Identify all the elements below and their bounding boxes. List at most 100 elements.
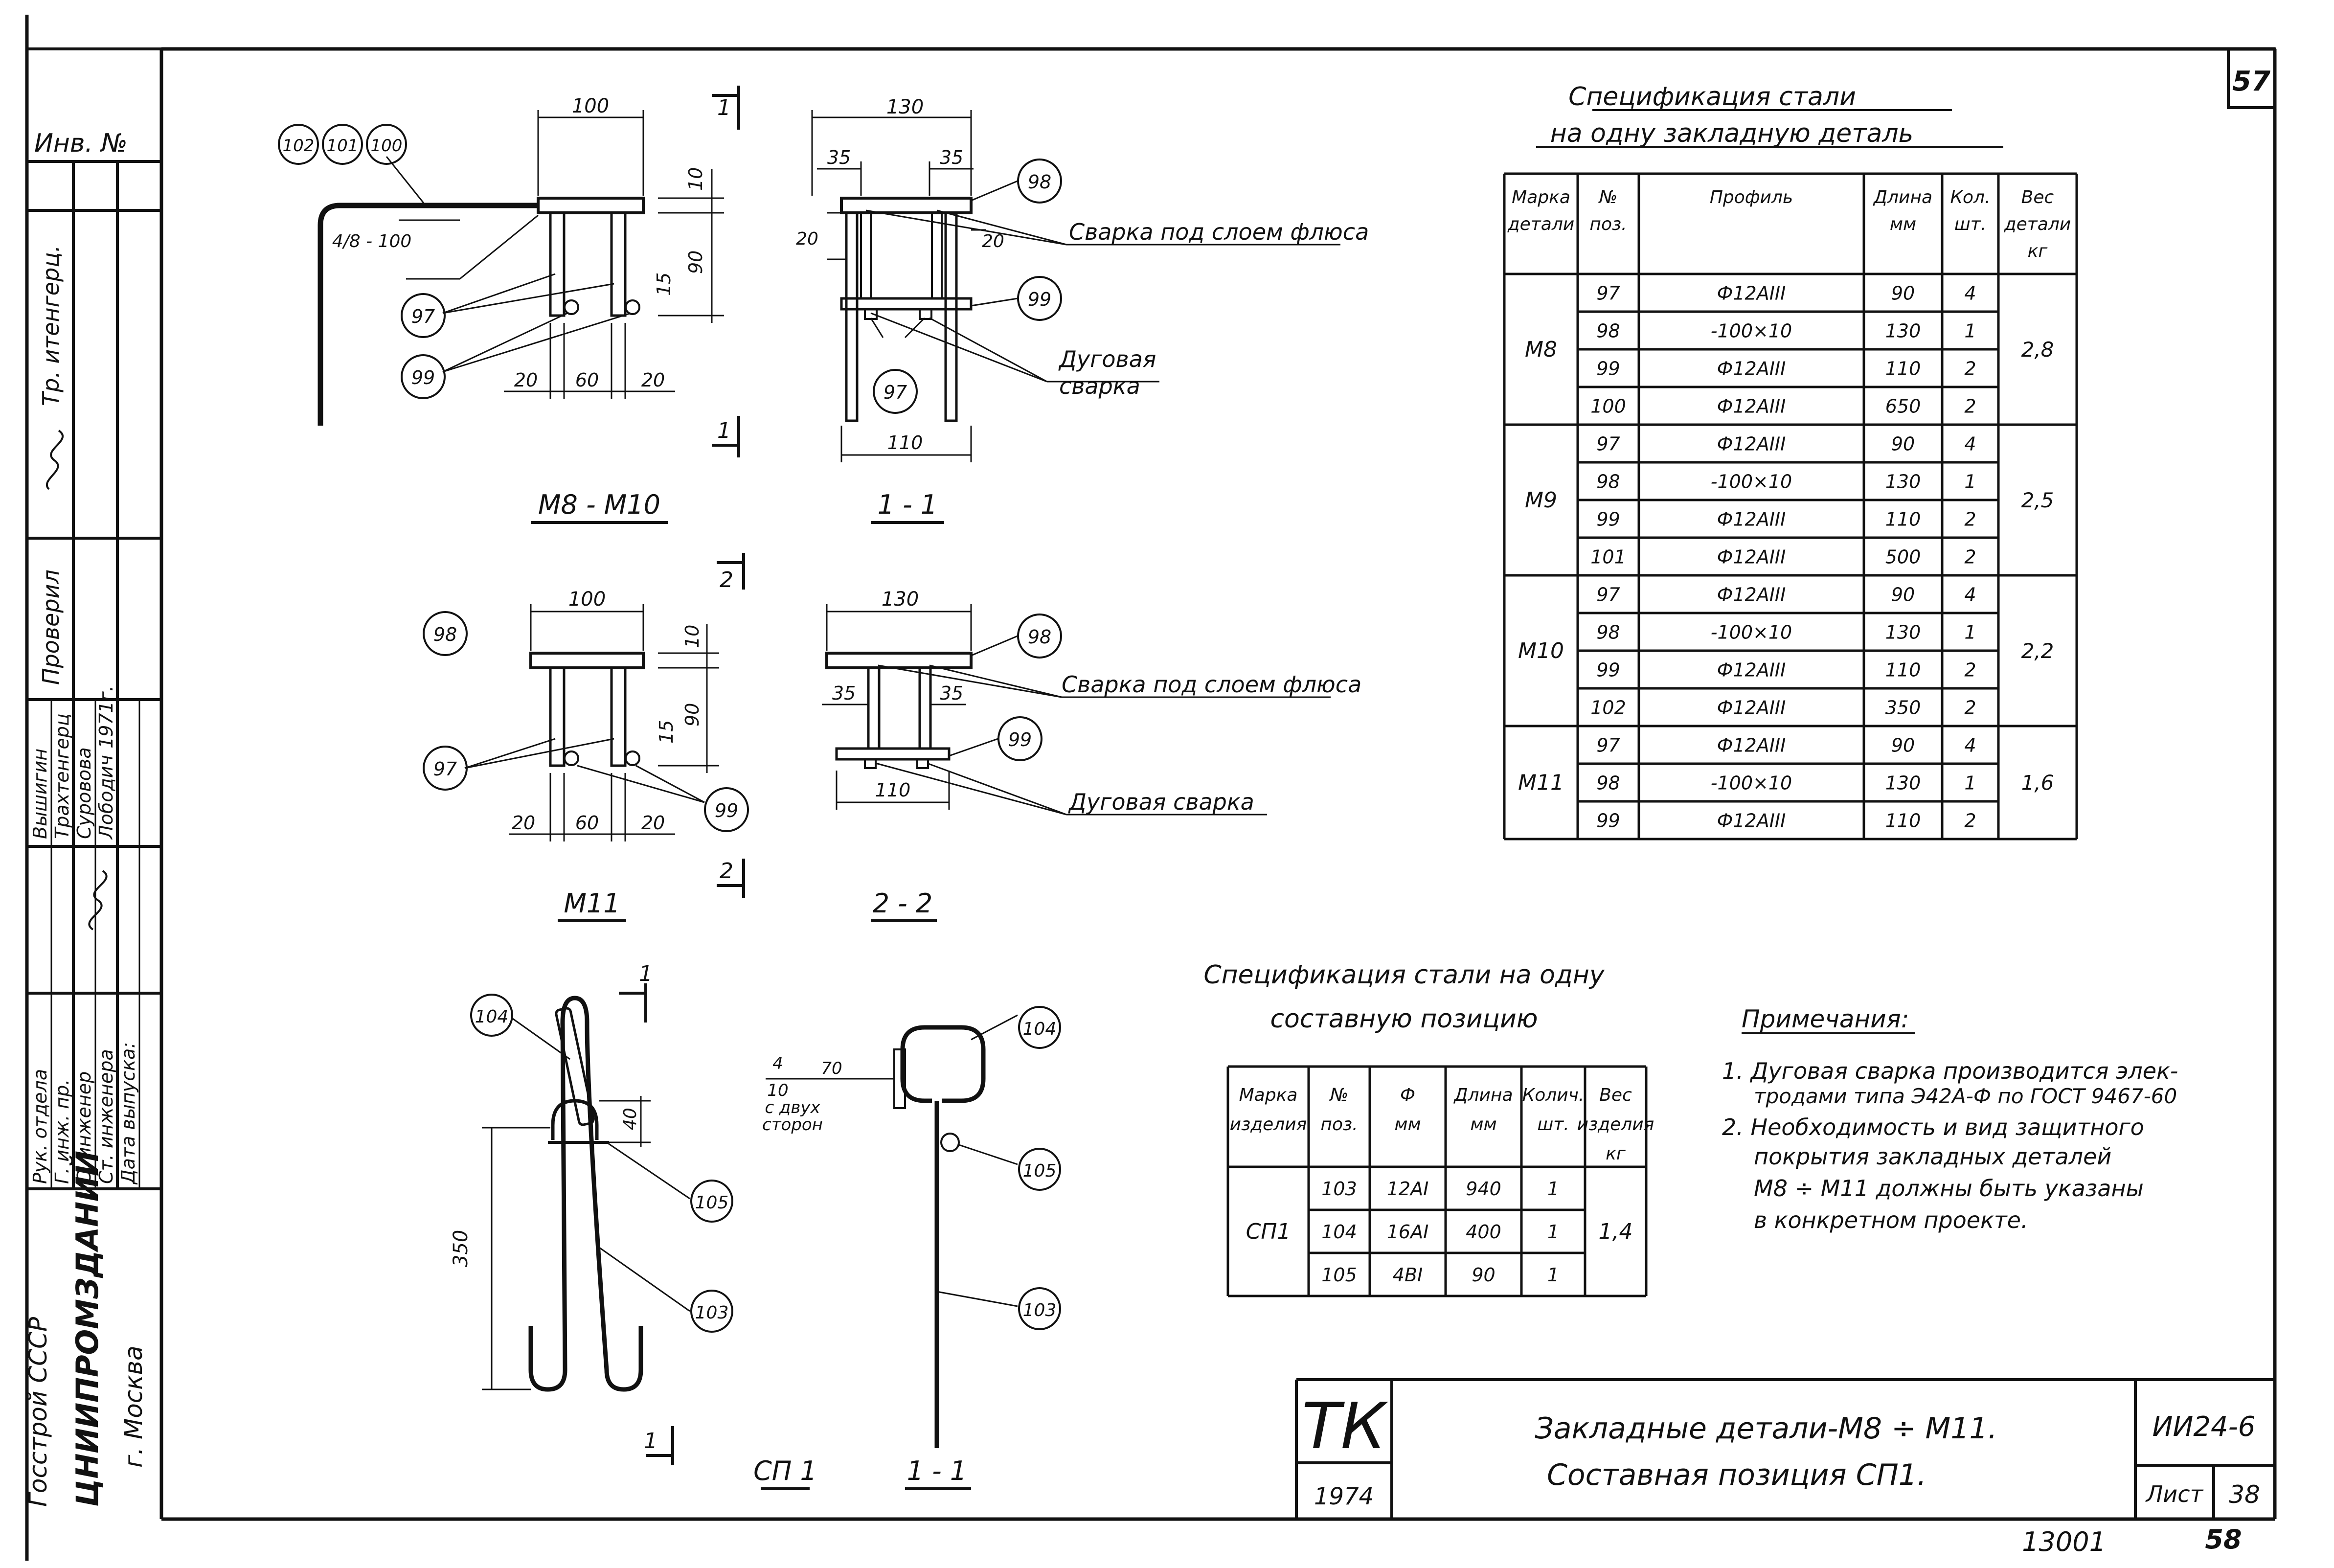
table-cell: 110 xyxy=(1885,509,1921,530)
svg-text:97: 97 xyxy=(411,306,435,327)
table-header: изделия xyxy=(1230,1114,1307,1135)
table-header: Вес xyxy=(1599,1085,1632,1105)
stamp-role: Дата выпуска: xyxy=(117,1042,139,1185)
table-cell: 2 xyxy=(1964,659,1976,681)
table-cell: 4 xyxy=(1964,584,1976,606)
table-cell: 1 xyxy=(1964,320,1976,342)
table-cell: -100×10 xyxy=(1711,471,1792,493)
weld-symbol: 4 xyxy=(772,1054,783,1073)
dimension-label: 100 xyxy=(568,588,606,611)
position-bubble: 99 xyxy=(704,787,749,832)
table-header: детали xyxy=(1507,214,1574,234)
position-bubble: 101 xyxy=(322,124,363,165)
dimension-label: 60 xyxy=(575,812,599,834)
table-cell: Ф12АIII xyxy=(1717,283,1786,304)
position-bubble: 100 xyxy=(366,124,407,165)
table-cell: 4 xyxy=(1964,735,1976,756)
svg-text:99: 99 xyxy=(1028,289,1051,310)
table-cell: 98 xyxy=(1596,622,1620,643)
note-line: 1. Дуговая сварка производится элек- xyxy=(1722,1058,2178,1084)
table-cell: 16АI xyxy=(1387,1221,1429,1243)
table-cell: 110 xyxy=(1885,358,1921,380)
table-cell: 12АI xyxy=(1387,1178,1429,1200)
note-line: М8 ÷ М11 должны быть указаны xyxy=(1754,1175,2144,1202)
title-block: ТК 1974 Закладные детали-М8 ÷ М11. Соста… xyxy=(1295,1378,2275,1519)
spec-subtitle: на одну закладную деталь xyxy=(1550,119,1914,148)
position-bubble: 98 xyxy=(423,611,468,656)
section-mark: 2 xyxy=(720,859,733,884)
dimension-label: 35 xyxy=(827,147,851,168)
spec-title: Спецификация стали xyxy=(1568,82,1856,112)
stamp-name: Суровова xyxy=(73,747,95,839)
dimension-label: 20 xyxy=(641,812,665,834)
table-cell: 1 xyxy=(1547,1264,1559,1286)
table-cell: 105 xyxy=(1321,1264,1357,1286)
table-cell: 90 xyxy=(1472,1264,1495,1286)
sheet-number: 38 xyxy=(2229,1480,2260,1509)
section-2-2: 130 35 35 110 98 99 Сварка под слоем флю… xyxy=(822,588,1361,922)
table-cell: Ф12АIII xyxy=(1717,433,1786,455)
view-caption: 1 - 1 xyxy=(907,1455,967,1486)
position-bubble: 102 xyxy=(278,124,319,165)
table-cell: 97 xyxy=(1596,283,1620,304)
position-bubble: 99 xyxy=(997,716,1042,761)
dimension-label: 60 xyxy=(575,369,599,391)
weld-symbol: 70 xyxy=(821,1059,842,1078)
table-header: шт. xyxy=(1537,1114,1569,1135)
table-cell: 90 xyxy=(1891,433,1915,455)
table-cell: М10 xyxy=(1518,638,1564,663)
table-cell: 1,6 xyxy=(2021,771,2054,795)
dimension-label: 35 xyxy=(940,682,963,704)
table-cell: 500 xyxy=(1885,546,1921,568)
note-line: в конкретном проекте. xyxy=(1754,1207,2028,1233)
view-caption: М11 xyxy=(564,888,620,919)
stamp-role: Рук. отдела xyxy=(29,1069,51,1184)
svg-text:99: 99 xyxy=(411,367,435,388)
table-cell: М9 xyxy=(1525,488,1557,513)
spec-table-details: Спецификация стали на одну закладную дет… xyxy=(1503,82,2078,841)
table-cell: Ф12АIII xyxy=(1717,735,1786,756)
inventory-label: Инв. № xyxy=(34,129,128,158)
table-cell: Ф12АIII xyxy=(1717,546,1786,568)
stamp-role: Ст. инженера xyxy=(95,1049,117,1184)
table-cell: 102 xyxy=(1590,697,1626,719)
notes-title: Примечания: xyxy=(1742,1005,1909,1033)
title-line: Составная позиция СП1. xyxy=(1547,1458,1926,1492)
table-cell: 1 xyxy=(1964,471,1976,493)
table-cell: 90 xyxy=(1891,584,1915,606)
note-line: тродами типа Э42А-Ф по ГОСТ 9467-60 xyxy=(1754,1084,2177,1108)
sheet-frame xyxy=(25,15,2277,1561)
note-line: 2. Необходимость и вид защитного xyxy=(1722,1114,2144,1140)
table-cell: 99 xyxy=(1596,358,1620,380)
table-header: Кол. xyxy=(1950,187,1990,207)
table-cell: 110 xyxy=(1885,810,1921,832)
dimension-label: 100 xyxy=(572,95,609,117)
position-bubble: 103 xyxy=(1018,1287,1061,1330)
table-cell: 1,4 xyxy=(1599,1219,1633,1244)
dimension-label: 350 xyxy=(450,1230,472,1267)
stamp-checked-label: Проверил xyxy=(38,569,64,685)
sheet-number-box: 57 xyxy=(2227,47,2276,109)
table-cell: Ф12АIII xyxy=(1717,509,1786,530)
table-header: мм xyxy=(1470,1114,1496,1135)
table-cell: 97 xyxy=(1596,584,1620,606)
archive-page: 58 xyxy=(2205,1524,2242,1555)
notes: Примечания: 1. Дуговая сварка производит… xyxy=(1722,1005,2178,1233)
dimension-label: 20 xyxy=(796,229,818,249)
dimension-label: 20 xyxy=(982,231,1004,251)
view-caption: СП 1 xyxy=(753,1455,817,1486)
table-cell: 99 xyxy=(1596,509,1620,530)
weld-symbol: сторон xyxy=(762,1115,823,1135)
view-m8-m10: 100 10 90 15 20 60 20 4/8 - 100 102 101 … xyxy=(278,86,740,524)
position-bubble: 97 xyxy=(401,293,446,338)
svg-text:98: 98 xyxy=(1028,626,1051,648)
stamp-date: 1971г. xyxy=(95,685,117,749)
table-cell: 1 xyxy=(1964,622,1976,643)
bar-label: 4/8 - 100 xyxy=(332,231,412,251)
table-cell: -100×10 xyxy=(1711,773,1792,794)
weld-symbol: 10 xyxy=(767,1081,788,1100)
svg-text:101: 101 xyxy=(327,136,359,156)
sheet-label: Лист xyxy=(2145,1481,2204,1507)
